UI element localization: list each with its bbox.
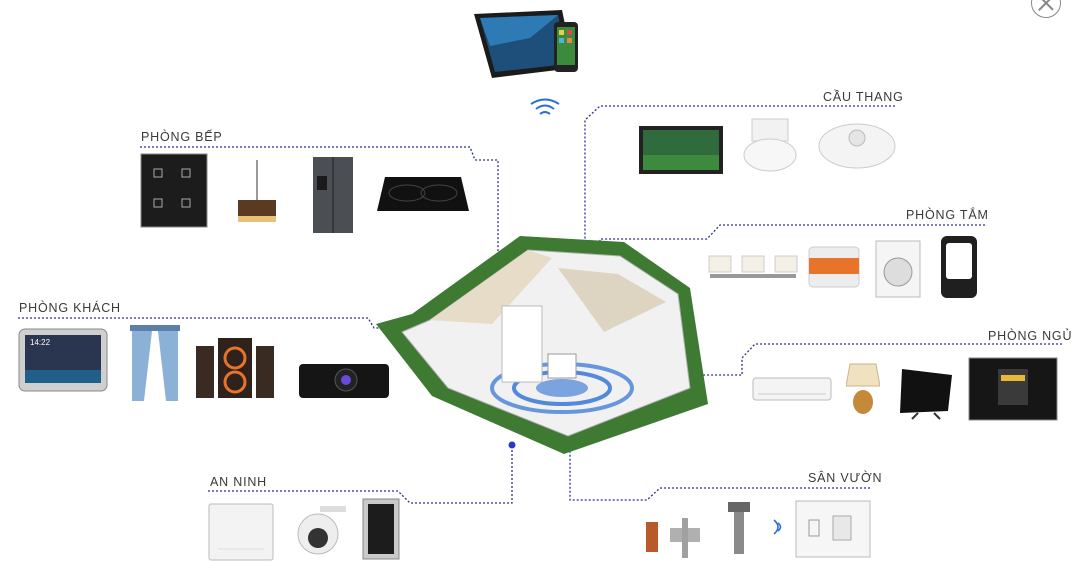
room-label-security: AN NINH [210, 475, 267, 489]
water-heater [808, 246, 860, 288]
room-label-garden: SÂN VƯỜN [808, 471, 883, 485]
garden-switch [795, 500, 871, 558]
aquarium [639, 126, 723, 174]
wifi-icon [773, 519, 782, 535]
room-label-living: PHÒNG KHÁCH [19, 301, 121, 315]
room-label-bathroom: PHÒNG TẮM [906, 208, 989, 222]
panel-clock: 14:22 [30, 338, 51, 347]
induction-cooktop [377, 177, 469, 211]
tablet-phone-device [474, 10, 578, 78]
television [900, 369, 952, 420]
ceiling-speaker [743, 118, 797, 172]
speaker-system [196, 338, 274, 398]
washing-machine [875, 240, 921, 298]
bathroom-sensor [941, 236, 977, 298]
wifi-icon [530, 98, 560, 115]
bedroom-control-panel [968, 357, 1058, 421]
bathroom-wall-lamp [708, 255, 798, 278]
smart-house [376, 236, 708, 454]
room-label-bedroom: PHÒNG NGỦ [988, 329, 1073, 343]
air-conditioner [752, 377, 832, 401]
pendant-lamp [238, 160, 276, 222]
kitchen-switch-panel [140, 153, 208, 228]
security-camera [297, 506, 346, 555]
motion-sensor [818, 123, 896, 169]
room-label-kitchen: PHÒNG BẾP [141, 130, 223, 144]
door-keypad [362, 498, 400, 560]
room-label-stairs: CẦU THANG [823, 90, 904, 104]
table-lamp [846, 363, 880, 414]
projector [299, 364, 389, 398]
security-hub [208, 503, 274, 561]
refrigerator [313, 157, 353, 233]
sprinkler-valves [646, 518, 700, 558]
garden-light [728, 502, 750, 554]
living-touch-panel [18, 328, 108, 392]
curtain [130, 325, 180, 401]
